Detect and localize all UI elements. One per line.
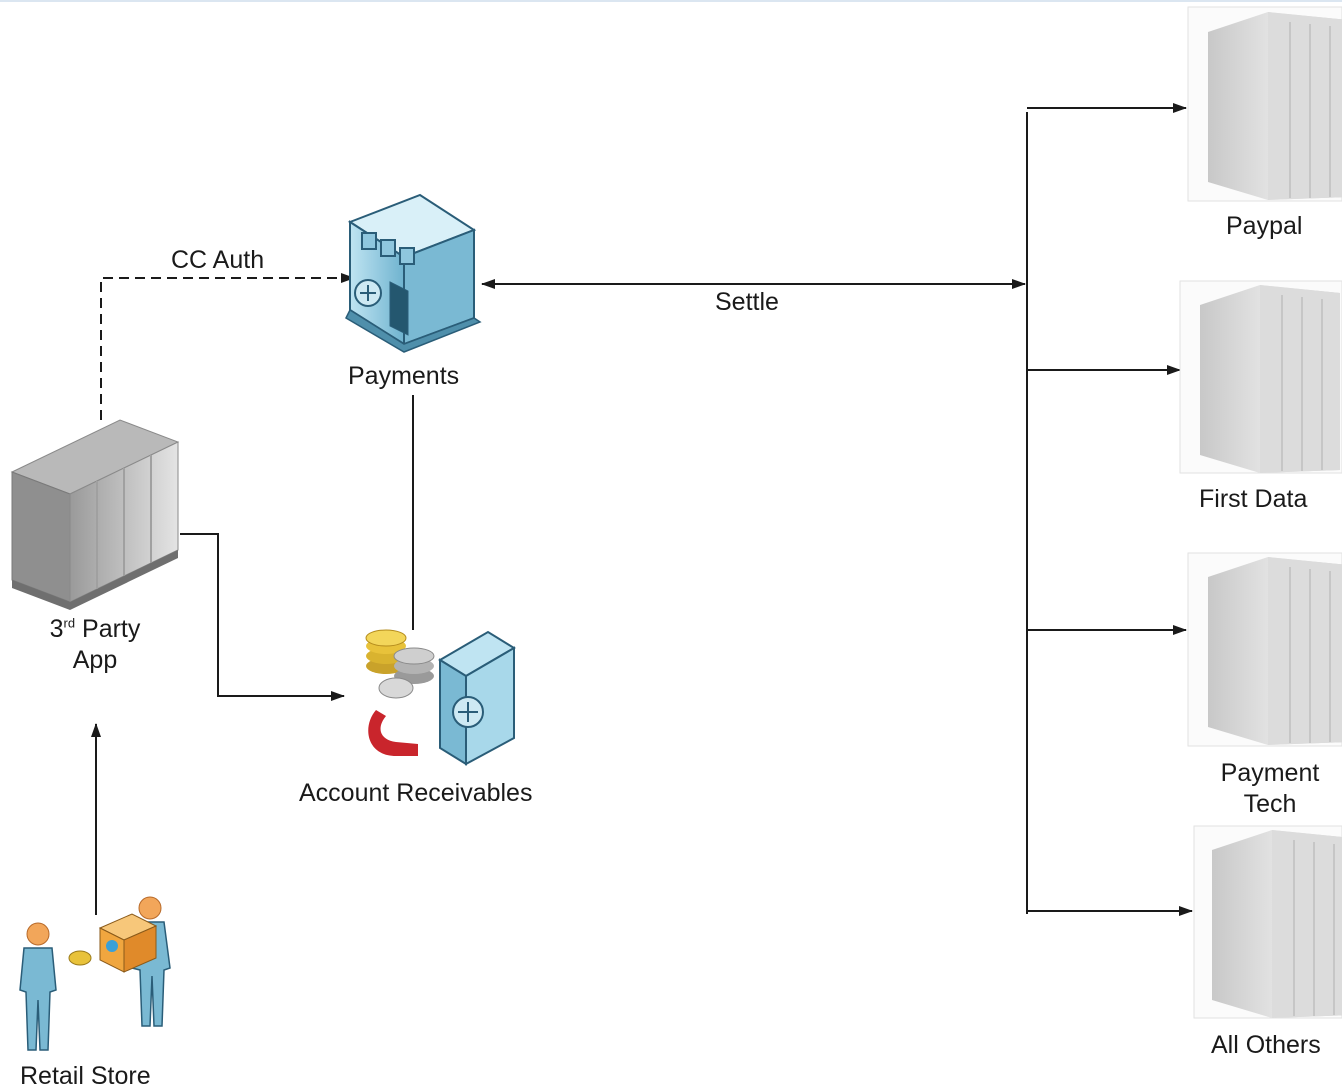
connectors xyxy=(91,103,1193,916)
coins-safe-icon xyxy=(365,629,516,766)
payment-tech-label: Payment Tech xyxy=(1200,758,1340,820)
settle-label: Settle xyxy=(715,288,779,316)
account-receivables-label: Account Receivables xyxy=(299,779,533,807)
people-exchange-icon xyxy=(19,896,171,1051)
top-border xyxy=(0,0,1342,2)
third-party-app-label-line2: App xyxy=(72,646,118,674)
app-to-receivables-connector xyxy=(180,533,345,701)
payment-tech-server xyxy=(1187,552,1342,747)
all-others-label: All Others xyxy=(1211,1031,1321,1059)
payment-tech-label-line2: Tech xyxy=(1243,790,1297,818)
tower-server-icon xyxy=(1208,12,1342,200)
paypal-server xyxy=(1187,6,1342,202)
bank-building-icon xyxy=(345,193,482,353)
payment-tech-label-line1: Payment xyxy=(1220,759,1320,787)
first-data-label: First Data xyxy=(1199,485,1308,513)
ordinal-number: 3 xyxy=(49,615,64,643)
server-rack-icon xyxy=(10,419,180,610)
third-party-app-label: 3rd Party App xyxy=(10,614,180,676)
payments-label: Payments xyxy=(348,362,460,390)
ordinal-suffix: rd xyxy=(63,615,76,631)
cc-auth-label: CC Auth xyxy=(171,246,265,274)
cc-auth-connector xyxy=(100,273,355,420)
paypal-label: Paypal xyxy=(1226,212,1303,240)
tower-server-icon xyxy=(1200,285,1340,473)
all-others-server xyxy=(1193,825,1342,1019)
first-data-server xyxy=(1179,280,1342,474)
retail-store-label: Retail Store xyxy=(20,1062,151,1090)
tower-server-icon xyxy=(1212,830,1342,1018)
tower-server-icon xyxy=(1208,557,1342,745)
party-text: Party xyxy=(75,615,141,643)
third-party-app-label-line1: 3rd Party xyxy=(10,614,180,645)
